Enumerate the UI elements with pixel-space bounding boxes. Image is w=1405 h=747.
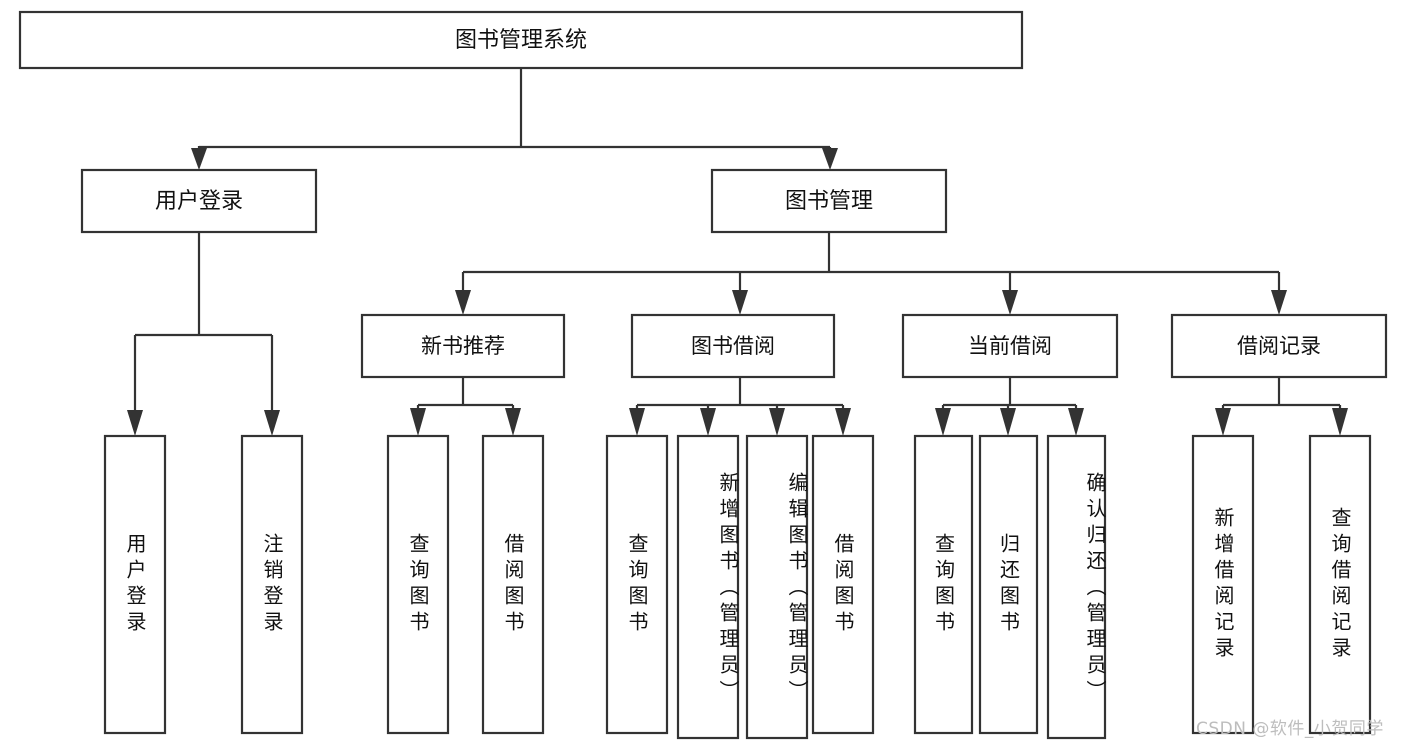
node-box-root[interactable] xyxy=(18,10,1024,70)
arrow-head-leaf-return-book xyxy=(1000,408,1016,436)
node-box-leaf-borrow-book[interactable] xyxy=(811,434,875,735)
node-box-borrow-record[interactable] xyxy=(1170,313,1388,379)
node-layer: 图书管理系统 用户登录 图书管理 新书推荐 图书借阅 当前借阅 借阅记录 xyxy=(18,10,1388,740)
arrow-head-leaf-user-login xyxy=(127,410,143,436)
arrow-head-leaf-borrow-book-rec xyxy=(505,408,521,436)
node-label-borrow-record: 借阅记录 xyxy=(1237,334,1321,358)
node-box-leaf-return-book[interactable] xyxy=(978,434,1039,735)
node-label-book-borrow: 图书借阅 xyxy=(691,334,775,358)
node-box-leaf-query-book[interactable] xyxy=(605,434,669,735)
node-box-new-book-rec[interactable] xyxy=(360,313,566,379)
node-box-leaf-borrow-book-rec[interactable] xyxy=(481,434,545,735)
arrow-head-leaf-query-book-rec xyxy=(410,408,426,436)
arrow-head-user-login xyxy=(191,148,207,170)
arrow-head-leaf-add-book xyxy=(700,408,716,436)
node-box-leaf-query-book-cur[interactable] xyxy=(913,434,974,735)
csdn-watermark: CSDN @软件_小贺同学 xyxy=(1196,719,1384,739)
node-label-current-borrow: 当前借阅 xyxy=(968,334,1052,358)
arrow-head-leaf-user-logout xyxy=(264,410,280,436)
arrow-head-leaf-query-record xyxy=(1332,408,1348,436)
arrow-head-leaf-add-record xyxy=(1215,408,1231,436)
node-label-book-manage: 图书管理 xyxy=(785,189,873,214)
arrow-head-book-manage xyxy=(822,148,838,170)
node-box-leaf-query-record[interactable] xyxy=(1308,434,1372,735)
arrow-head-book-borrow xyxy=(732,290,748,315)
node-box-leaf-add-book[interactable] xyxy=(676,434,740,740)
node-label-new-book-rec: 新书推荐 xyxy=(421,334,505,358)
node-box-leaf-add-record[interactable] xyxy=(1191,434,1255,735)
arrow-head-current-borrow xyxy=(1002,290,1018,315)
arrow-head-leaf-query-book xyxy=(629,408,645,436)
node-label-root: 图书管理系统 xyxy=(455,28,587,53)
node-box-leaf-user-logout[interactable] xyxy=(240,434,304,735)
node-box-book-manage[interactable] xyxy=(710,168,948,234)
arrow-head-leaf-borrow-book xyxy=(835,408,851,436)
node-box-leaf-user-login[interactable] xyxy=(103,434,167,735)
arrow-head-new-book-rec xyxy=(455,290,471,315)
arrow-head-leaf-edit-book xyxy=(769,408,785,436)
node-box-book-borrow[interactable] xyxy=(630,313,836,379)
arrow-head-leaf-query-book-cur xyxy=(935,408,951,436)
connector-layer xyxy=(127,68,1348,436)
node-box-leaf-confirm-return[interactable] xyxy=(1046,434,1107,740)
node-box-current-borrow[interactable] xyxy=(901,313,1119,379)
node-box-leaf-edit-book[interactable] xyxy=(745,434,809,740)
arrow-head-leaf-confirm-return xyxy=(1068,408,1084,436)
node-label-user-login: 用户登录 xyxy=(155,189,243,214)
node-box-user-login[interactable] xyxy=(80,168,318,234)
node-box-leaf-query-book-rec[interactable] xyxy=(386,434,450,735)
arrow-head-borrow-record xyxy=(1271,290,1287,315)
